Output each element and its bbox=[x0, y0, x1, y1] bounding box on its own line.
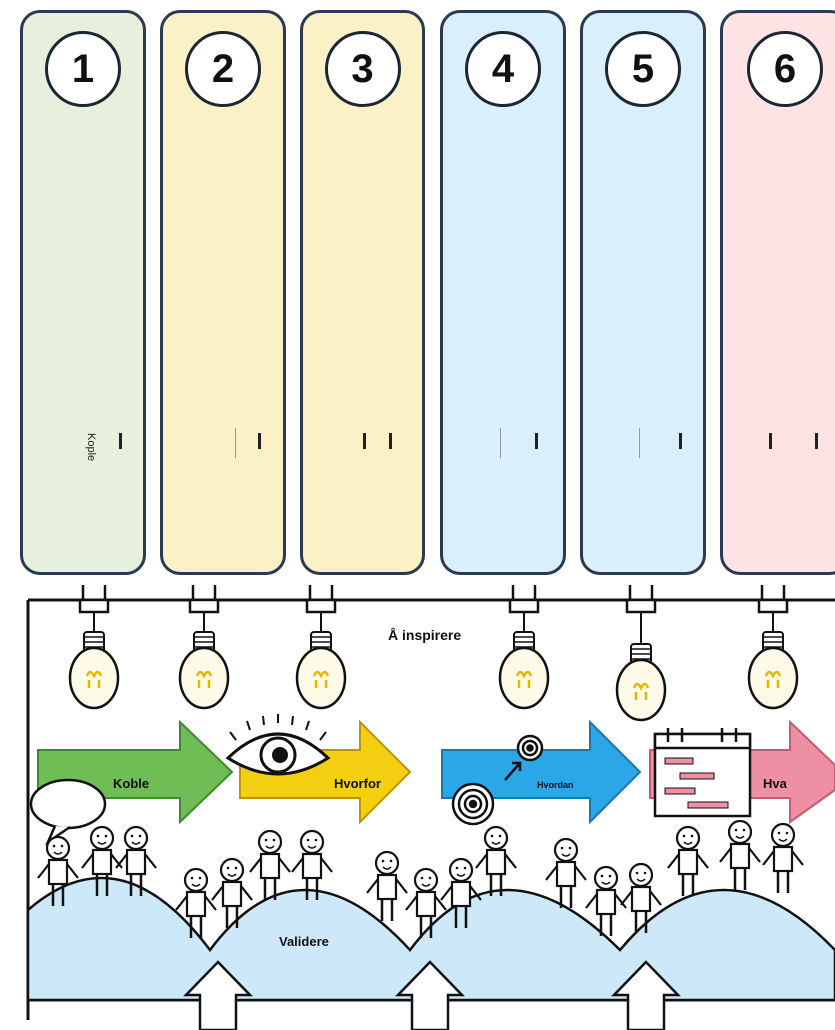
stick-figure bbox=[405, 867, 447, 938]
panel-5-mark bbox=[679, 433, 682, 449]
light-bulb-icon bbox=[178, 612, 230, 710]
panel-5-faint-line bbox=[639, 428, 640, 458]
panel-1: 1 Kople bbox=[20, 10, 146, 575]
step-number-3: 3 bbox=[324, 31, 401, 107]
step-number-2: 2 bbox=[185, 31, 261, 107]
inspire-label: Å inspirere bbox=[388, 627, 462, 643]
panel-6-mark-b bbox=[815, 433, 818, 449]
arrow-label-koble: Koble bbox=[113, 776, 150, 791]
stick-figure bbox=[585, 865, 627, 936]
up-arrow-2 bbox=[395, 960, 465, 1030]
panel-2: 2 bbox=[160, 10, 286, 575]
panel-2-faint-line bbox=[235, 428, 236, 458]
panel-4-mark bbox=[535, 433, 538, 449]
stick-figure bbox=[115, 825, 157, 896]
arrow-label-hvordan: Hvordan bbox=[537, 780, 574, 790]
panel-3-mark-b bbox=[389, 433, 392, 449]
inspiration-scene bbox=[26, 585, 835, 1030]
panel-1-vertical-label: Kople bbox=[85, 433, 97, 462]
gantt-calendar-icon bbox=[653, 728, 752, 818]
arrow-hvorfor bbox=[239, 719, 412, 825]
stick-figure bbox=[291, 829, 333, 900]
validate-label: Validere bbox=[279, 934, 329, 949]
light-bulb-icon bbox=[295, 612, 347, 710]
up-arrow-1 bbox=[183, 960, 253, 1030]
panel-6-mark-a bbox=[769, 433, 772, 449]
panel-1-mark bbox=[119, 433, 122, 449]
light-bulb-icon bbox=[615, 612, 667, 722]
step-number-5: 5 bbox=[605, 31, 681, 107]
light-bulb-icon bbox=[498, 612, 550, 710]
stick-figure bbox=[175, 867, 217, 938]
panel-3-mark-a bbox=[363, 433, 366, 449]
stick-figure bbox=[545, 837, 587, 908]
step-number-4: 4 bbox=[465, 31, 541, 107]
panel-6: 6 bbox=[720, 10, 835, 575]
step-number-6: 6 bbox=[747, 31, 823, 107]
stick-figure bbox=[249, 829, 291, 900]
panel-3: 3 bbox=[300, 10, 425, 575]
stick-figure bbox=[81, 825, 123, 896]
panel-4: 4 bbox=[440, 10, 566, 575]
stick-figure bbox=[620, 862, 662, 933]
stick-figure bbox=[475, 825, 517, 896]
arrow-label-hvorfor: Hvorfor bbox=[334, 776, 381, 791]
arrow-label-hva: Hva bbox=[763, 776, 787, 791]
stick-figure bbox=[762, 822, 804, 893]
panel-4-faint-line bbox=[500, 428, 501, 458]
stick-figure bbox=[719, 819, 761, 890]
stick-figure bbox=[211, 857, 253, 928]
step-number-1: 1 bbox=[45, 31, 121, 107]
up-arrow-3 bbox=[611, 960, 681, 1030]
eye-icon bbox=[225, 714, 331, 776]
panel-5: 5 bbox=[580, 10, 706, 575]
light-bulb-icon bbox=[747, 612, 799, 710]
panel-2-mark bbox=[258, 433, 261, 449]
light-bulb-icon bbox=[68, 612, 120, 710]
target-icon bbox=[451, 734, 544, 826]
stick-figure bbox=[667, 825, 709, 896]
stick-figure bbox=[366, 850, 408, 921]
stick-figure bbox=[37, 835, 79, 906]
stick-figure bbox=[440, 857, 482, 928]
